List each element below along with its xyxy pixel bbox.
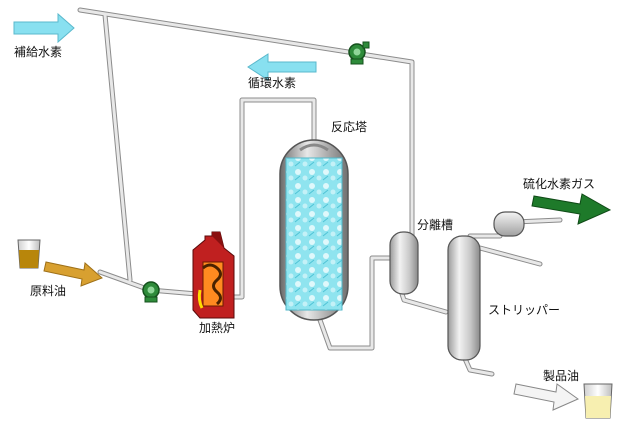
label-separator: 分離槽 xyxy=(417,218,454,232)
h2s-gas-arrow xyxy=(531,193,612,225)
label-feed-oil: 原料油 xyxy=(30,284,67,298)
label-heater: 加熱炉 xyxy=(199,321,236,335)
recycle-pump-icon xyxy=(348,41,370,65)
gas-drum xyxy=(493,211,525,237)
label-stripper: ストリッパー xyxy=(488,303,561,317)
label-recycle-water: 循環水素 xyxy=(248,76,297,90)
label-product-oil: 製品油 xyxy=(543,369,580,383)
feed-oil-arrow xyxy=(43,261,103,287)
recycle-water-arrow xyxy=(247,53,317,81)
feed-pump-icon xyxy=(142,281,160,303)
product-oil-beaker-icon xyxy=(583,383,613,419)
stripper-vessel xyxy=(447,235,481,361)
label-reactor: 反応塔 xyxy=(331,120,368,134)
makeup-water-arrow xyxy=(13,12,75,44)
separator-vessel xyxy=(389,231,419,295)
product-oil-arrow xyxy=(513,383,580,411)
feed-oil-beaker-icon xyxy=(17,239,41,269)
label-h2s-gas: 硫化水素ガス xyxy=(523,177,596,191)
reactor-vessel xyxy=(279,139,349,321)
label-makeup-water: 補給水素 xyxy=(14,45,63,59)
heater-furnace xyxy=(192,231,235,319)
